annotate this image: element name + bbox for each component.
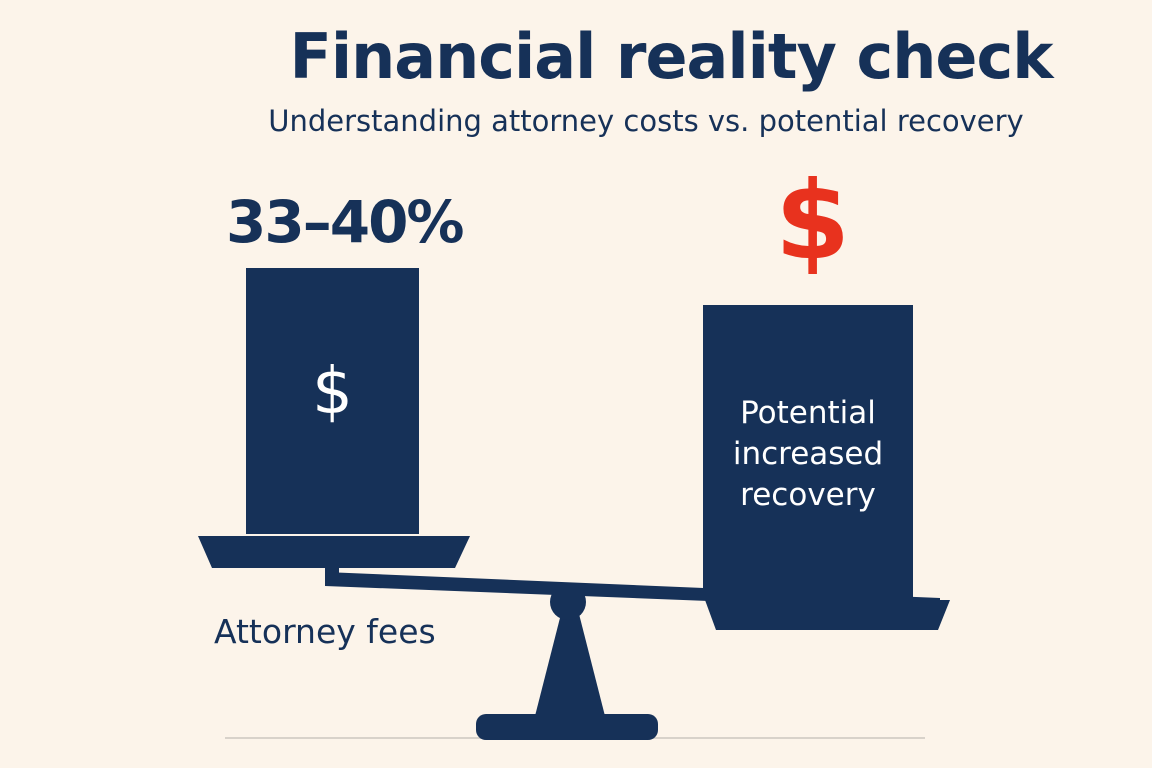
page-subtitle: Understanding attorney costs vs. potenti… [268, 104, 1024, 138]
right-pan [705, 600, 950, 630]
scale-stand [535, 610, 605, 716]
page-title: Financial reality check [289, 20, 1054, 93]
recovery-dollar-icon: $ [775, 159, 851, 284]
recovery-block: Potential increased recovery [703, 305, 913, 597]
scale-base [476, 714, 658, 740]
scale-pivot [550, 584, 586, 620]
attorney-fee-block: $ [246, 268, 419, 534]
recovery-label: Potential increased recovery [732, 395, 884, 513]
dollar-sign-icon: $ [312, 355, 353, 429]
attorney-fees-label: Attorney fees [214, 612, 436, 651]
fee-percentage: 33–40% [226, 188, 465, 256]
left-pan [198, 536, 470, 568]
